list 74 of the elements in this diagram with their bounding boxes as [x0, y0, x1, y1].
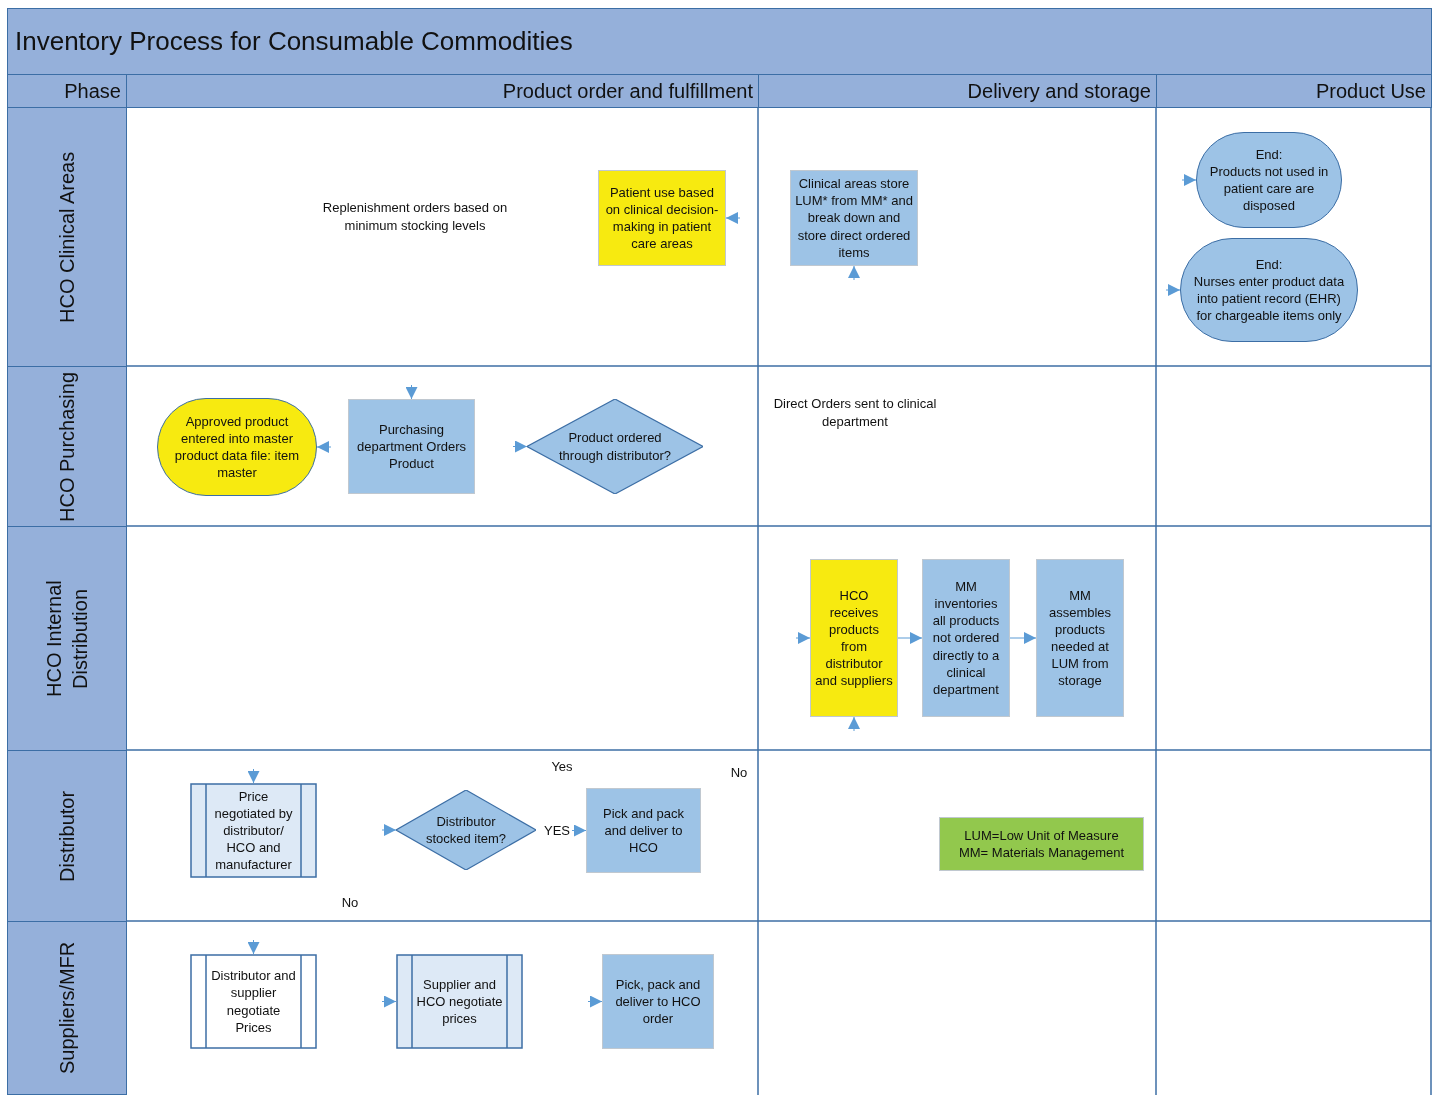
lane-header — [7, 526, 127, 751]
node-text: Patient use based on clinical decision-making in patient care areas — [604, 183, 720, 253]
arrow — [795, 632, 811, 644]
process-box — [922, 559, 1010, 717]
node-text: MM inventories all products not ordered directly to a clinical department — [931, 577, 1001, 699]
arrow — [587, 995, 603, 1008]
node-text: Pick, pack and deliver to HCO order — [614, 975, 702, 1028]
node-text: Distributor and supplier negotiate Prices — [210, 967, 297, 1036]
arrow — [848, 265, 860, 281]
phase-header — [758, 74, 1157, 108]
note-text: Direct Orders sent to clinical department — [772, 395, 938, 431]
lane-title: Distributor — [54, 790, 79, 882]
lane-header — [7, 750, 127, 922]
note-text: Replenishment orders based on minimum stocking levels — [321, 199, 509, 235]
subprocess-box — [190, 954, 317, 1049]
lane-title: HCO Purchasing — [54, 371, 79, 522]
arrow — [316, 441, 332, 453]
note-text: No — [729, 764, 749, 782]
lane-header — [7, 107, 127, 367]
arrow — [247, 768, 260, 784]
process-box — [598, 170, 726, 266]
process-box — [1036, 559, 1124, 717]
arrow — [405, 384, 418, 400]
decision-diamond — [396, 790, 536, 870]
note-text: Yes — [550, 758, 574, 776]
arrow — [1181, 174, 1197, 186]
note-box — [939, 817, 1144, 871]
phase-header — [1156, 74, 1432, 108]
node-text: Price negotiated by distributor/ HCO and manufacturer — [213, 787, 294, 874]
phase-title: Product Use — [1315, 78, 1426, 104]
title: Inventory Process for Consumable Commodities — [15, 26, 573, 57]
lane-header — [7, 921, 127, 1095]
node-text: HCO receives products from distributor and suppliers — [815, 586, 893, 690]
process-box — [602, 954, 714, 1049]
arrow — [381, 995, 397, 1008]
node-text: Approved product entered into master product data file: item master — [173, 412, 301, 482]
heading-text: End: — [1255, 145, 1283, 163]
arrow — [571, 824, 587, 837]
phase-header — [126, 74, 759, 108]
arrow — [848, 716, 860, 732]
arrow — [381, 824, 397, 836]
process-box — [348, 399, 475, 494]
node-text: Supplier and HCO negotiate prices — [415, 975, 504, 1028]
heading-text: End: — [1255, 255, 1283, 273]
node-text: MM assembles products needed at LUM from storage — [1047, 586, 1113, 690]
node-text: Pick and pack and deliver to HCO — [602, 804, 685, 857]
lane-title: Suppliers/MFR — [54, 941, 79, 1075]
arrow — [247, 939, 260, 955]
arrow — [1009, 632, 1037, 644]
node-text: Nurses enter product data into patient record (EHR) for chargeable items only — [1193, 272, 1345, 325]
phase-title: Phase — [64, 78, 121, 104]
phase-title: Delivery and storage — [967, 78, 1151, 104]
arrow — [725, 212, 741, 224]
node-text: Products not used in patient care are disposed — [1209, 162, 1329, 215]
node-text: Clinical areas store LUM* from MM* and break down and store direct ordered items — [795, 175, 913, 261]
arrow — [897, 632, 923, 644]
node-text: Purchasing department Orders Product — [355, 420, 468, 473]
process-box — [586, 788, 701, 873]
phase-header — [7, 74, 127, 108]
arrow — [512, 440, 528, 453]
lane-title: HCO Clinical Areas — [54, 151, 79, 323]
decision-diamond — [527, 399, 703, 494]
node-text: Product ordered through distributor? — [558, 429, 672, 464]
subprocess-box — [396, 954, 523, 1049]
node-text: LUM=Low Unit of Measure — [964, 826, 1119, 844]
lane-title: HCO Internal Distribution — [41, 579, 92, 699]
note-text: No — [340, 894, 360, 912]
arrow — [1165, 284, 1181, 296]
phase-title: Product order and fulfillment — [502, 78, 753, 104]
lane-header — [7, 366, 127, 527]
subprocess-box — [190, 783, 317, 878]
process-box — [810, 559, 898, 717]
node-text: Distributor stocked item? — [424, 812, 508, 848]
node-text: MM= Materials Management — [958, 844, 1125, 862]
